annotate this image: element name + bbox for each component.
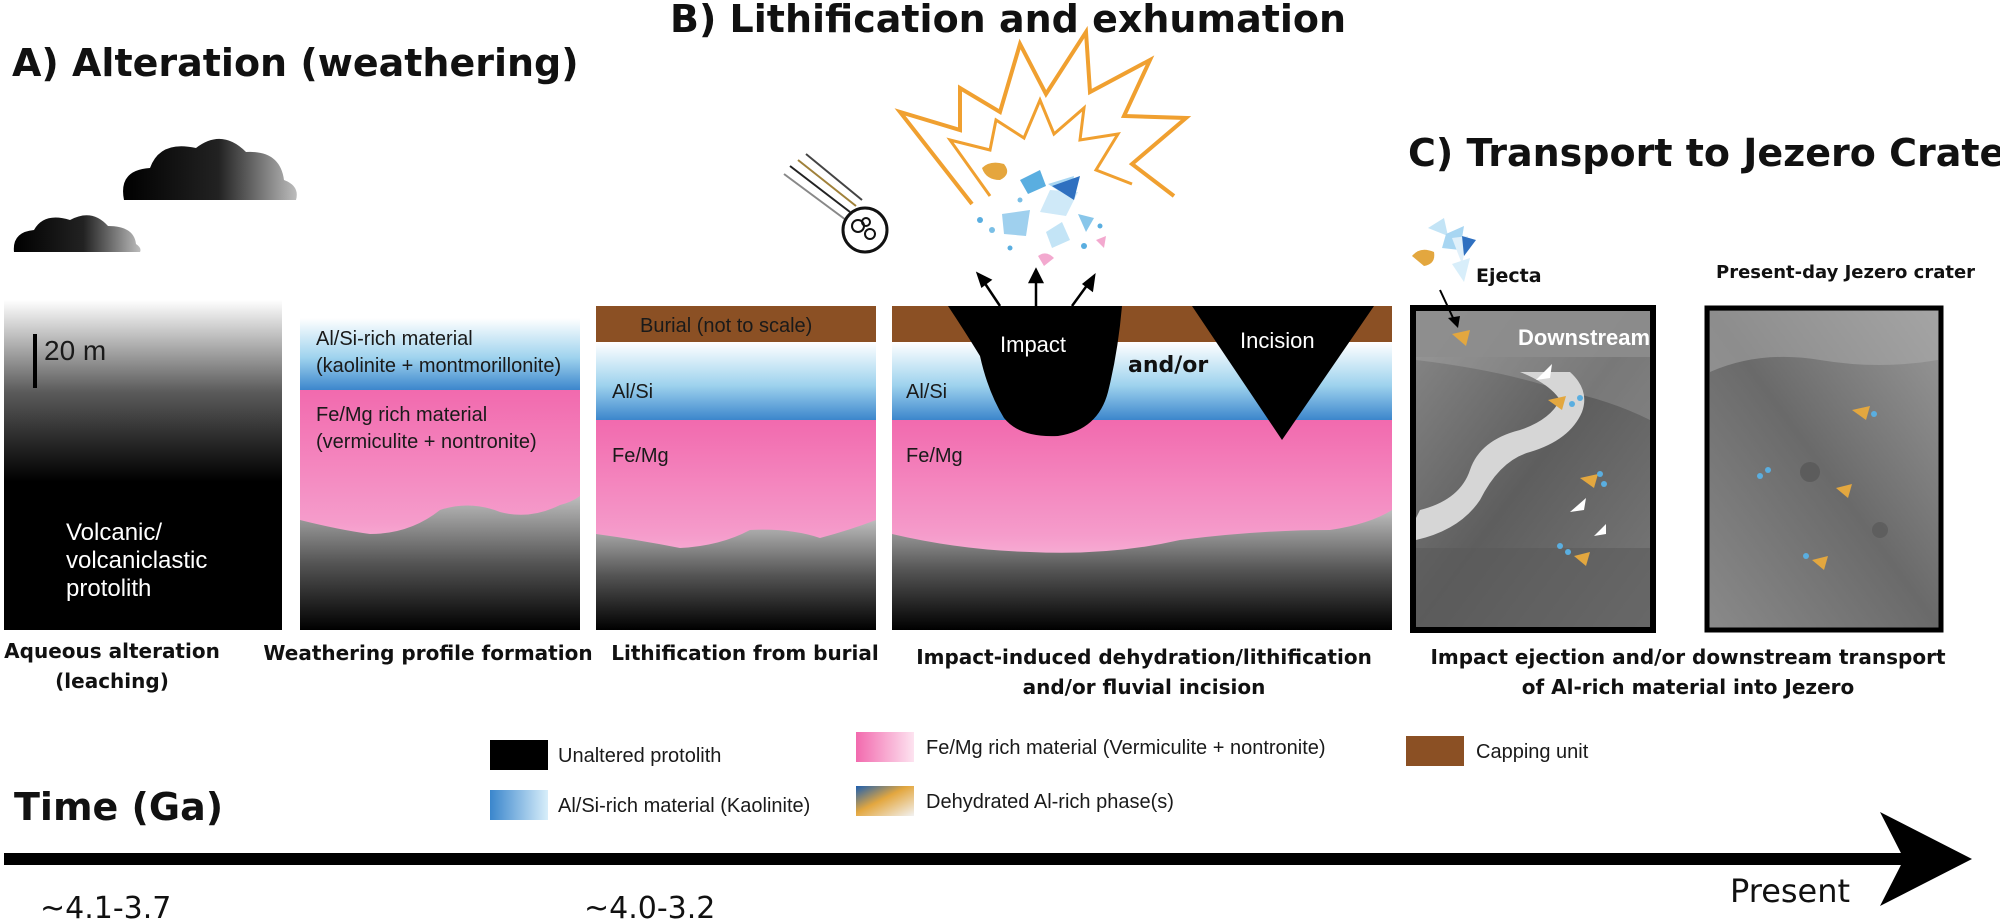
al-fragments xyxy=(1452,330,1607,566)
legend-femg: Fe/Mg rich material (Vermiculite + nontr… xyxy=(926,737,1326,759)
impact-label: Impact xyxy=(1000,332,1066,357)
time-label-1: ~4.1-3.7 xyxy=(40,891,171,922)
alsi-layer xyxy=(596,342,876,420)
caption-aqueous-1: Aqueous alteration xyxy=(4,639,220,663)
alsi-label: Al/Si xyxy=(612,381,653,403)
time-label-present: Present xyxy=(1730,872,1850,910)
incision-valley xyxy=(1192,306,1374,440)
protolith-label-1: Volcanic/ xyxy=(66,519,162,546)
ejecta-fragments-icon xyxy=(1412,218,1476,328)
caption-transport-2: of Al-rich material into Jezero xyxy=(1522,675,1854,699)
time-arrow xyxy=(4,812,1972,906)
panel-transport-jezero: Downstream xyxy=(1410,218,1975,633)
protolith-label-2: volcaniclastic xyxy=(66,547,207,574)
time-axis-title: Time (Ga) xyxy=(14,785,223,829)
panel-aqueous-alteration: 20 m Volcanic/ volcaniclastic protolith xyxy=(4,138,297,630)
title-b: B) Lithification and exhumation xyxy=(670,0,1346,41)
legend-capping: Capping unit xyxy=(1476,741,1589,763)
alsi-layer xyxy=(300,318,580,390)
explosion-icon xyxy=(894,25,1192,206)
alsi-rich-label-2: (kaolinite + montmorillonite) xyxy=(316,355,561,377)
legend-swatch-alsi xyxy=(490,790,548,820)
femg-label: Fe/Mg xyxy=(612,445,669,467)
alsi-label: Al/Si xyxy=(906,381,947,403)
protolith-label-3: protolith xyxy=(66,575,151,602)
rain xyxy=(26,198,262,308)
meteor-icon xyxy=(783,153,889,254)
present-day-label: Present-day Jezero crater xyxy=(1716,262,1975,283)
legend-alsi: Al/Si-rich material (Kaolinite) xyxy=(558,795,810,817)
protolith-column xyxy=(4,300,282,630)
legend-swatch-capping xyxy=(1406,736,1464,766)
title-c: C) Transport to Jezero Crater xyxy=(1408,131,2000,175)
river-channel xyxy=(1416,372,1585,540)
downstream-label: Downstream xyxy=(1518,325,1650,350)
cloud-large-icon xyxy=(123,138,297,200)
flow-arrows xyxy=(1536,364,1606,536)
caption-impact-2: and/or fluvial incision xyxy=(1023,675,1266,699)
caption-weathering: Weathering profile formation xyxy=(263,641,592,665)
alsi-rich-label-1: Al/Si-rich material xyxy=(316,328,473,350)
caption-aqueous-2: (leaching) xyxy=(55,669,169,693)
femg-rich-label-2: (vermiculite + nontronite) xyxy=(316,431,537,453)
femg-rich-label-1: Fe/Mg rich material xyxy=(316,404,487,426)
legend-swatch-dehydrated xyxy=(856,786,914,816)
legend-dehydrated: Dehydrated Al-rich phase(s) xyxy=(926,791,1174,813)
legend-protolith: Unaltered protolith xyxy=(558,745,721,767)
panel-impact-incision: Impact Incision and/or Al/Si Fe/Mg xyxy=(892,25,1392,630)
caption-impact-1: Impact-induced dehydration/lithification xyxy=(916,645,1372,669)
legend: Unaltered protolith Al/Si-rich material … xyxy=(490,732,1589,820)
impact-crater xyxy=(948,306,1122,437)
caption-transport-1: Impact ejection and/or downstream transp… xyxy=(1430,645,1946,669)
legend-swatch-femg xyxy=(856,732,914,762)
scale-label: 20 m xyxy=(44,335,106,366)
legend-swatch-protolith xyxy=(490,740,548,770)
burial-layer xyxy=(596,306,876,342)
andor-label: and/or xyxy=(1128,353,1208,378)
femg-label: Fe/Mg xyxy=(906,445,963,467)
panel-weathering-profile: Al/Si-rich material (kaolinite + montmor… xyxy=(300,318,580,630)
burial-label: Burial (not to scale) xyxy=(640,315,812,337)
cloud-small-icon xyxy=(13,215,141,252)
ejecta-label: Ejecta xyxy=(1476,265,1542,287)
ejection-arrows xyxy=(975,267,1096,307)
title-a: A) Alteration (weathering) xyxy=(12,41,579,85)
protolith-base xyxy=(892,510,1392,630)
protolith-base xyxy=(300,496,580,630)
incision-label: Incision xyxy=(1240,328,1315,353)
panel-lithification-burial: Burial (not to scale) Al/Si Fe/Mg xyxy=(596,306,876,630)
al-fragments-jezero xyxy=(1757,406,1877,570)
time-label-2: ~4.0-3.2 xyxy=(584,891,715,922)
caption-burial: Lithification from burial xyxy=(611,641,879,665)
protolith-base xyxy=(596,520,876,630)
ejecta-debris xyxy=(977,162,1106,266)
